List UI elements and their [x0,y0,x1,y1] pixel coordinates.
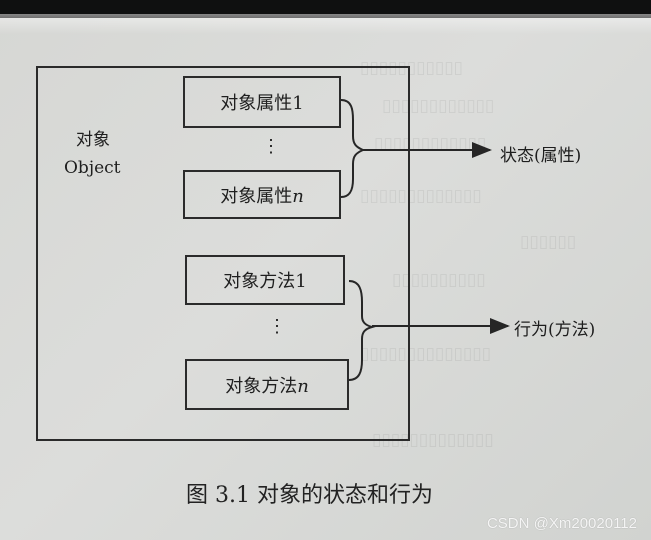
method-box-1: 对象方法1 [185,255,345,305]
property-brace [340,99,366,198]
state-label: 状态(属性) [500,146,582,166]
method-label-n-suffix: n [297,375,309,397]
property-box-1: 对象属性1 [183,76,341,128]
object-subtitle: Object [64,158,121,178]
figure-caption: 图 3.1 对象的状态和行为 [186,483,433,508]
method-label-1: 对象方法1 [223,271,307,292]
method-label-n: 对象方法n [225,372,309,398]
method-box-n: 对象方法n [185,359,349,410]
method-label-n-prefix: 对象方法 [225,375,298,397]
behavior-label: 行为(方法) [514,320,596,340]
property-box-n: 对象属性n [183,170,341,219]
method-brace [348,280,376,381]
object-title: 对象 [76,130,110,150]
paper-highlight [0,14,651,34]
property-label-n-prefix: 对象属性 [220,185,293,207]
property-ellipsis: ⋮ [262,136,280,157]
property-label-n: 对象属性n [220,182,304,208]
watermark-text: CSDN @Xm20020112 [486,515,637,532]
method-ellipsis: ⋮ [268,316,286,337]
property-label-1: 对象属性1 [220,93,304,114]
property-label-n-suffix: n [292,185,304,207]
object-container [36,66,410,441]
torn-paper-edge [0,0,651,18]
